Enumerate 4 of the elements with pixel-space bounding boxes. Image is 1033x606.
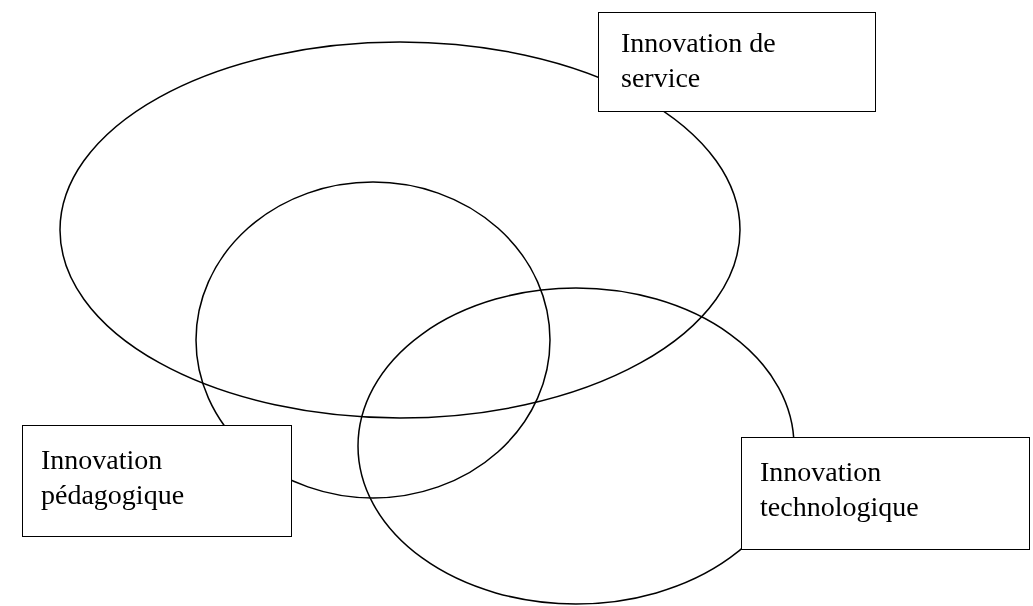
set-ellipse — [195, 181, 551, 499]
set-label: Innovation de service — [598, 12, 876, 112]
set-label: Innovation pédagogique — [22, 425, 292, 537]
set-label: Innovation technologique — [741, 437, 1030, 550]
